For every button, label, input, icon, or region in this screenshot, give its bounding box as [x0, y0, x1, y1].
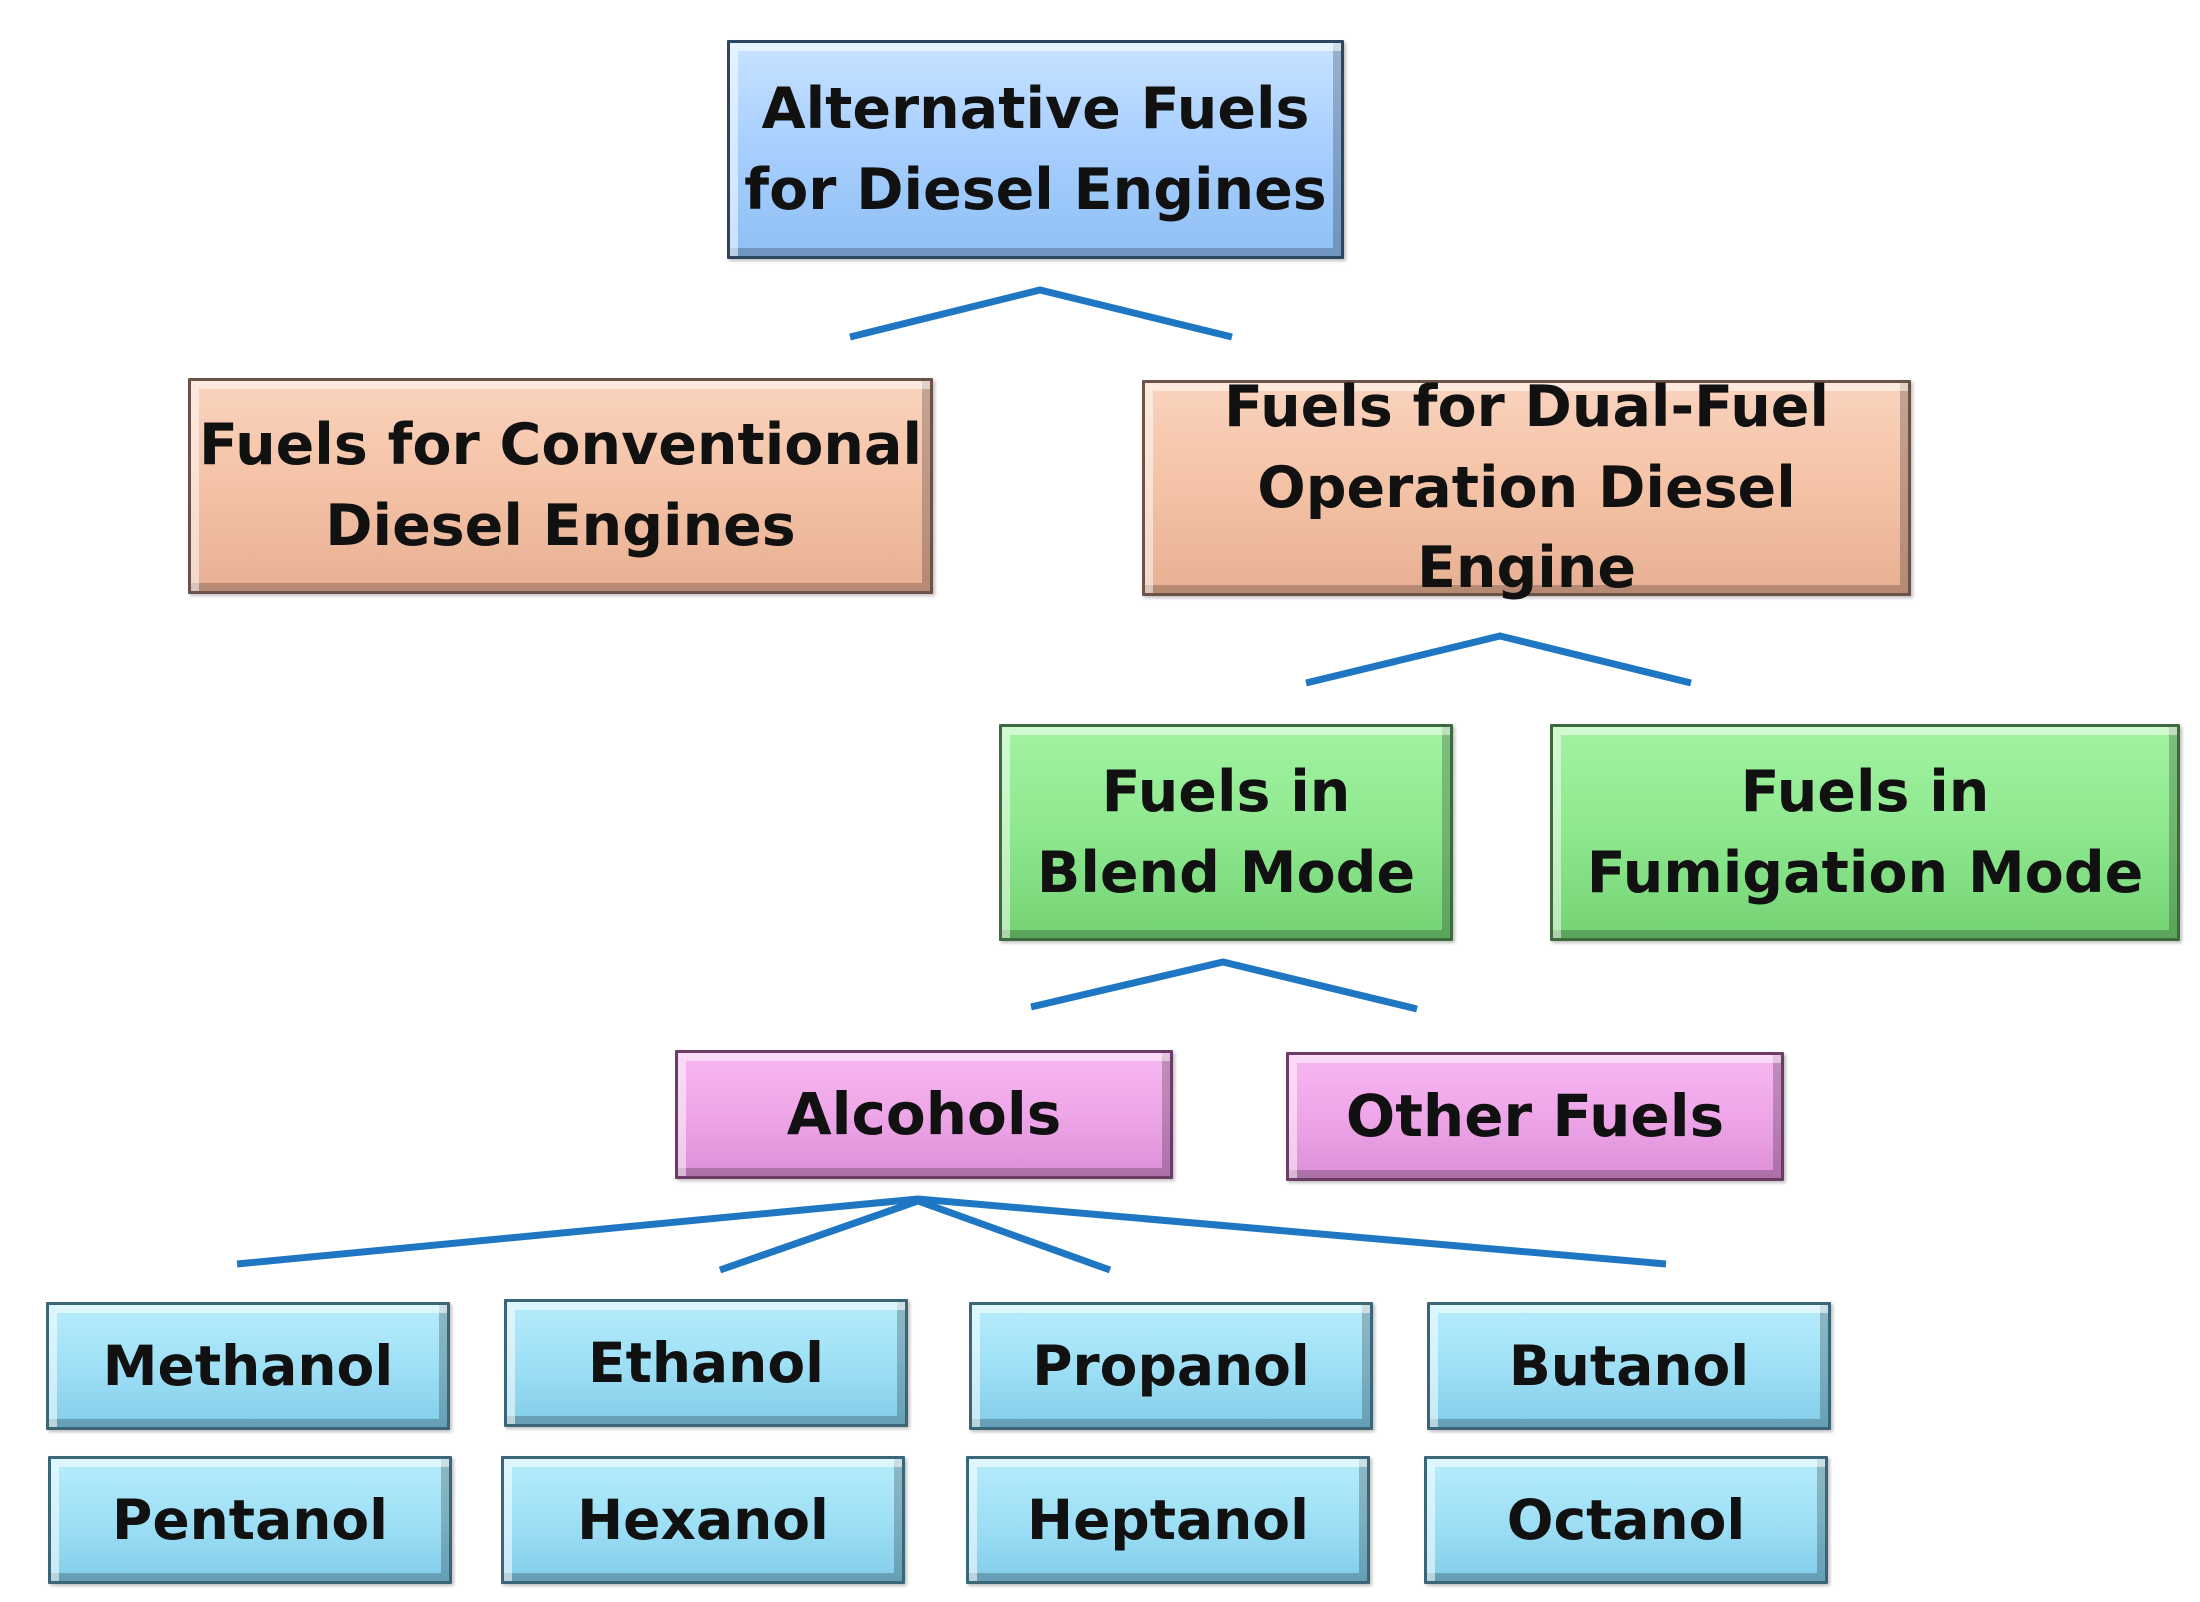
node-dual-fuel-label: Fuels for Dual-Fuel Operation Diesel Eng…: [1224, 373, 1829, 602]
leaf-butanol-label: Butanol: [1508, 1333, 1750, 1398]
leaf-butanol: Butanol: [1427, 1302, 1831, 1430]
leaf-ethanol-label: Ethanol: [588, 1330, 824, 1395]
node-conventional-label: Fuels for Conventional Diesel Engines: [198, 412, 923, 559]
connector-alcohols-inner: [718, 1197, 1112, 1274]
leaf-octanol: Octanol: [1424, 1456, 1828, 1584]
node-dual-fuel-operation-fuels: Fuels for Dual-Fuel Operation Diesel Eng…: [1142, 374, 1911, 601]
leaf-propanol: Propanol: [969, 1302, 1373, 1430]
leaf-propanol-label: Propanol: [1032, 1333, 1310, 1398]
node-fumigation-mode-label: Fuels in Fumigation Mode: [1586, 758, 2144, 906]
leaf-pentanol-label: Pentanol: [112, 1487, 388, 1552]
node-blend-mode: Fuels in Blend Mode: [999, 724, 1453, 941]
node-conventional-diesel-fuels: Fuels for Conventional Diesel Engines: [188, 378, 933, 594]
root-node-alternative-fuels: Alternative Fuels for Diesel Engines: [727, 40, 1344, 259]
leaf-methanol: Methanol: [46, 1302, 450, 1430]
node-other-fuels-label: Other Fuels: [1345, 1082, 1725, 1151]
leaf-heptanol: Heptanol: [966, 1456, 1370, 1584]
connector-blend-to-categories: [1030, 958, 1418, 1013]
connector-alcohols-outer: [236, 1195, 1667, 1268]
node-other-fuels: Other Fuels: [1286, 1052, 1784, 1181]
leaf-ethanol: Ethanol: [504, 1299, 908, 1427]
node-alcohols-label: Alcohols: [786, 1080, 1062, 1149]
root-node-label: Alternative Fuels for Diesel Engines: [744, 75, 1327, 223]
node-fumigation-mode: Fuels in Fumigation Mode: [1550, 724, 2180, 941]
leaf-pentanol: Pentanol: [48, 1456, 452, 1584]
connector-root-to-engine-types: [849, 286, 1233, 341]
leaf-heptanol-label: Heptanol: [1027, 1487, 1309, 1552]
leaf-hexanol-label: Hexanol: [577, 1487, 829, 1552]
node-alcohols: Alcohols: [675, 1050, 1173, 1179]
connector-dual-fuel-to-modes: [1305, 632, 1692, 687]
leaf-methanol-label: Methanol: [102, 1333, 394, 1398]
node-blend-mode-label: Fuels in Blend Mode: [1036, 758, 1416, 906]
leaf-hexanol: Hexanol: [501, 1456, 905, 1584]
leaf-octanol-label: Octanol: [1506, 1487, 1746, 1552]
